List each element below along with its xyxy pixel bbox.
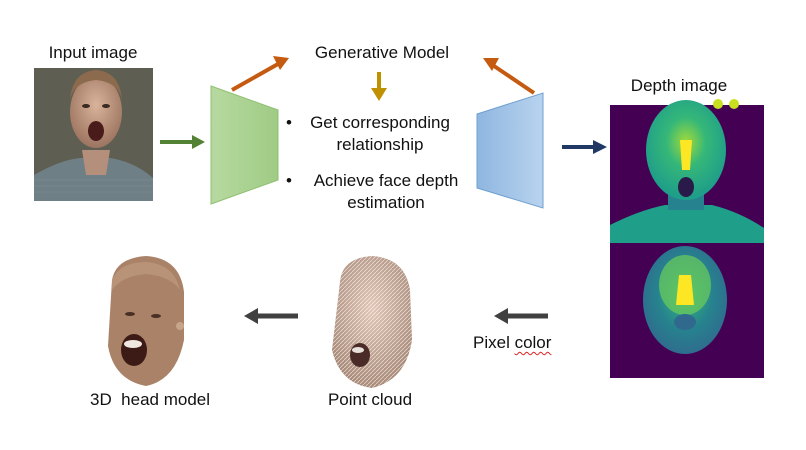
bullet-relationship-line2: relationship (336, 135, 424, 154)
generative-model-label: Generative Model (314, 43, 450, 62)
bullet-depth-estimation-line1: Achieve face depth (313, 171, 459, 190)
depth-image-label: Depth image (630, 76, 728, 95)
head-model-label: 3D head model (89, 390, 211, 409)
input-photo (34, 68, 153, 201)
input-image-label: Input image (48, 43, 138, 62)
pixel-color-word1: Pixel (473, 333, 515, 352)
arrow-input-to-encoder (160, 135, 205, 149)
bullet-relationship-line1: Get corresponding (310, 113, 450, 132)
arrow-model-down (371, 72, 387, 101)
pixel-color-label: Pixel color (473, 334, 551, 351)
bullet-depth-estimation: Achieve face depth estimation (300, 170, 472, 214)
arrow-depth-to-pointcloud (494, 308, 548, 324)
bullet-depth-estimation-line2: estimation (347, 193, 425, 212)
depth-image-side (610, 243, 764, 378)
decoder-shape (476, 92, 544, 209)
depth-image-front (610, 99, 764, 243)
bullet-glyph-1: • (286, 113, 292, 132)
point-cloud-label: Point cloud (327, 390, 413, 409)
point-cloud-render (332, 256, 412, 388)
arrow-encoder-to-model (231, 56, 289, 92)
pixel-color-word2: color (514, 333, 552, 352)
arrow-decoder-to-model (483, 58, 536, 95)
bullet-relationship: Get corresponding relationship (300, 112, 460, 156)
arrow-decoder-to-depth (562, 140, 607, 154)
head-model-render (108, 256, 184, 386)
bullet-glyph-2: • (286, 171, 292, 190)
encoder-shape (210, 85, 279, 205)
arrow-pointcloud-to-model (244, 308, 298, 324)
